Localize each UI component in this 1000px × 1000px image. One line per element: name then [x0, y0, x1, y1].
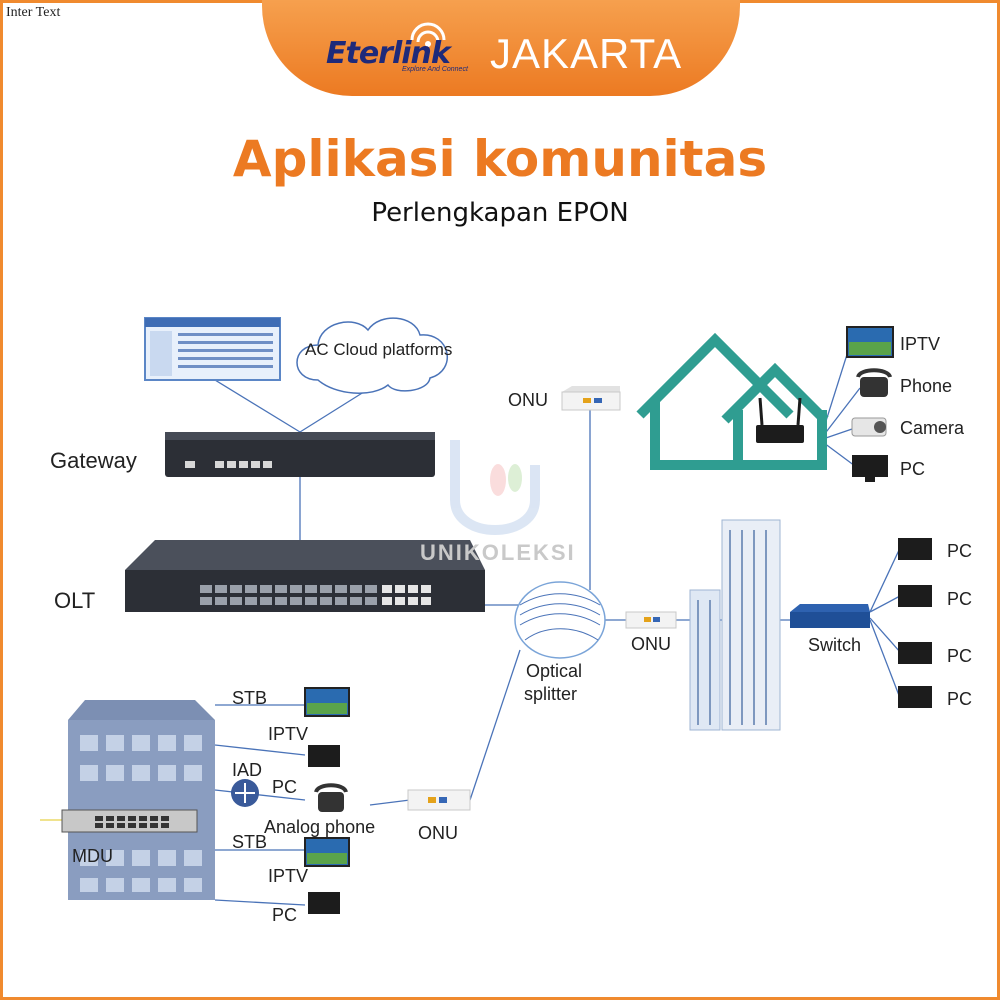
pc-icon [898, 686, 932, 708]
onu-top-icon [562, 386, 620, 410]
office-pc-label-4: PC [947, 689, 972, 710]
pc-icon [898, 642, 932, 664]
office-building-icon [690, 520, 780, 730]
onu-top-label: ONU [508, 390, 548, 411]
onu-middle-label: ONU [631, 634, 671, 655]
mdu-tv-icon [305, 688, 349, 716]
mdu-pc-icon [308, 745, 340, 767]
mdu-pc-2-icon [308, 892, 340, 914]
watermark-logo-icon [455, 440, 535, 530]
cloud-label: AC Cloud platforms [305, 340, 452, 360]
office-pc-icons [898, 538, 932, 708]
watermark-text: UNIKOLEKSI [420, 540, 576, 566]
onu-bottom-label: ONU [418, 823, 458, 844]
gateway-label: Gateway [50, 448, 137, 474]
home-tv-icon [847, 327, 893, 357]
iptv-label-2: IPTV [268, 866, 308, 887]
house-icon [640, 340, 825, 465]
pc-icon [898, 538, 932, 560]
olt-label: OLT [54, 588, 95, 614]
management-screen-image [145, 318, 280, 380]
gateway-device-icon [165, 432, 435, 477]
home-camera-label: Camera [900, 418, 964, 439]
splitter-label-line1: Optical [526, 661, 582, 682]
pc-icon [898, 585, 932, 607]
optical-splitter-icon [515, 582, 605, 658]
home-pc-icon [852, 455, 888, 482]
mdu-label: MDU [72, 846, 113, 867]
switch-device-icon [790, 604, 870, 628]
onu-middle-icon [626, 612, 676, 628]
mdu-pc-label: PC [272, 777, 297, 798]
office-pc-label-1: PC [947, 541, 972, 562]
stb-label-2: STB [232, 832, 267, 853]
phone-icon [858, 370, 890, 397]
iad-icon [231, 779, 259, 807]
onu-bottom-icon [408, 790, 470, 810]
analog-phone-icon [316, 785, 346, 812]
mdu-tv-2-icon [305, 838, 349, 866]
stb-label-1: STB [232, 688, 267, 709]
home-phone-label: Phone [900, 376, 952, 397]
office-pc-label-2: PC [947, 589, 972, 610]
switch-label: Switch [808, 635, 861, 656]
mdu-building-icon [62, 700, 215, 900]
iad-label: IAD [232, 760, 262, 781]
home-iptv-label: IPTV [900, 334, 940, 355]
office-pc-label-3: PC [947, 646, 972, 667]
iptv-label-1: IPTV [268, 724, 308, 745]
analog-phone-label: Analog phone [264, 817, 375, 838]
camera-icon [852, 418, 886, 436]
home-pc-label: PC [900, 459, 925, 480]
mdu-pc-label-2: PC [272, 905, 297, 926]
splitter-label-line2: splitter [524, 684, 577, 705]
